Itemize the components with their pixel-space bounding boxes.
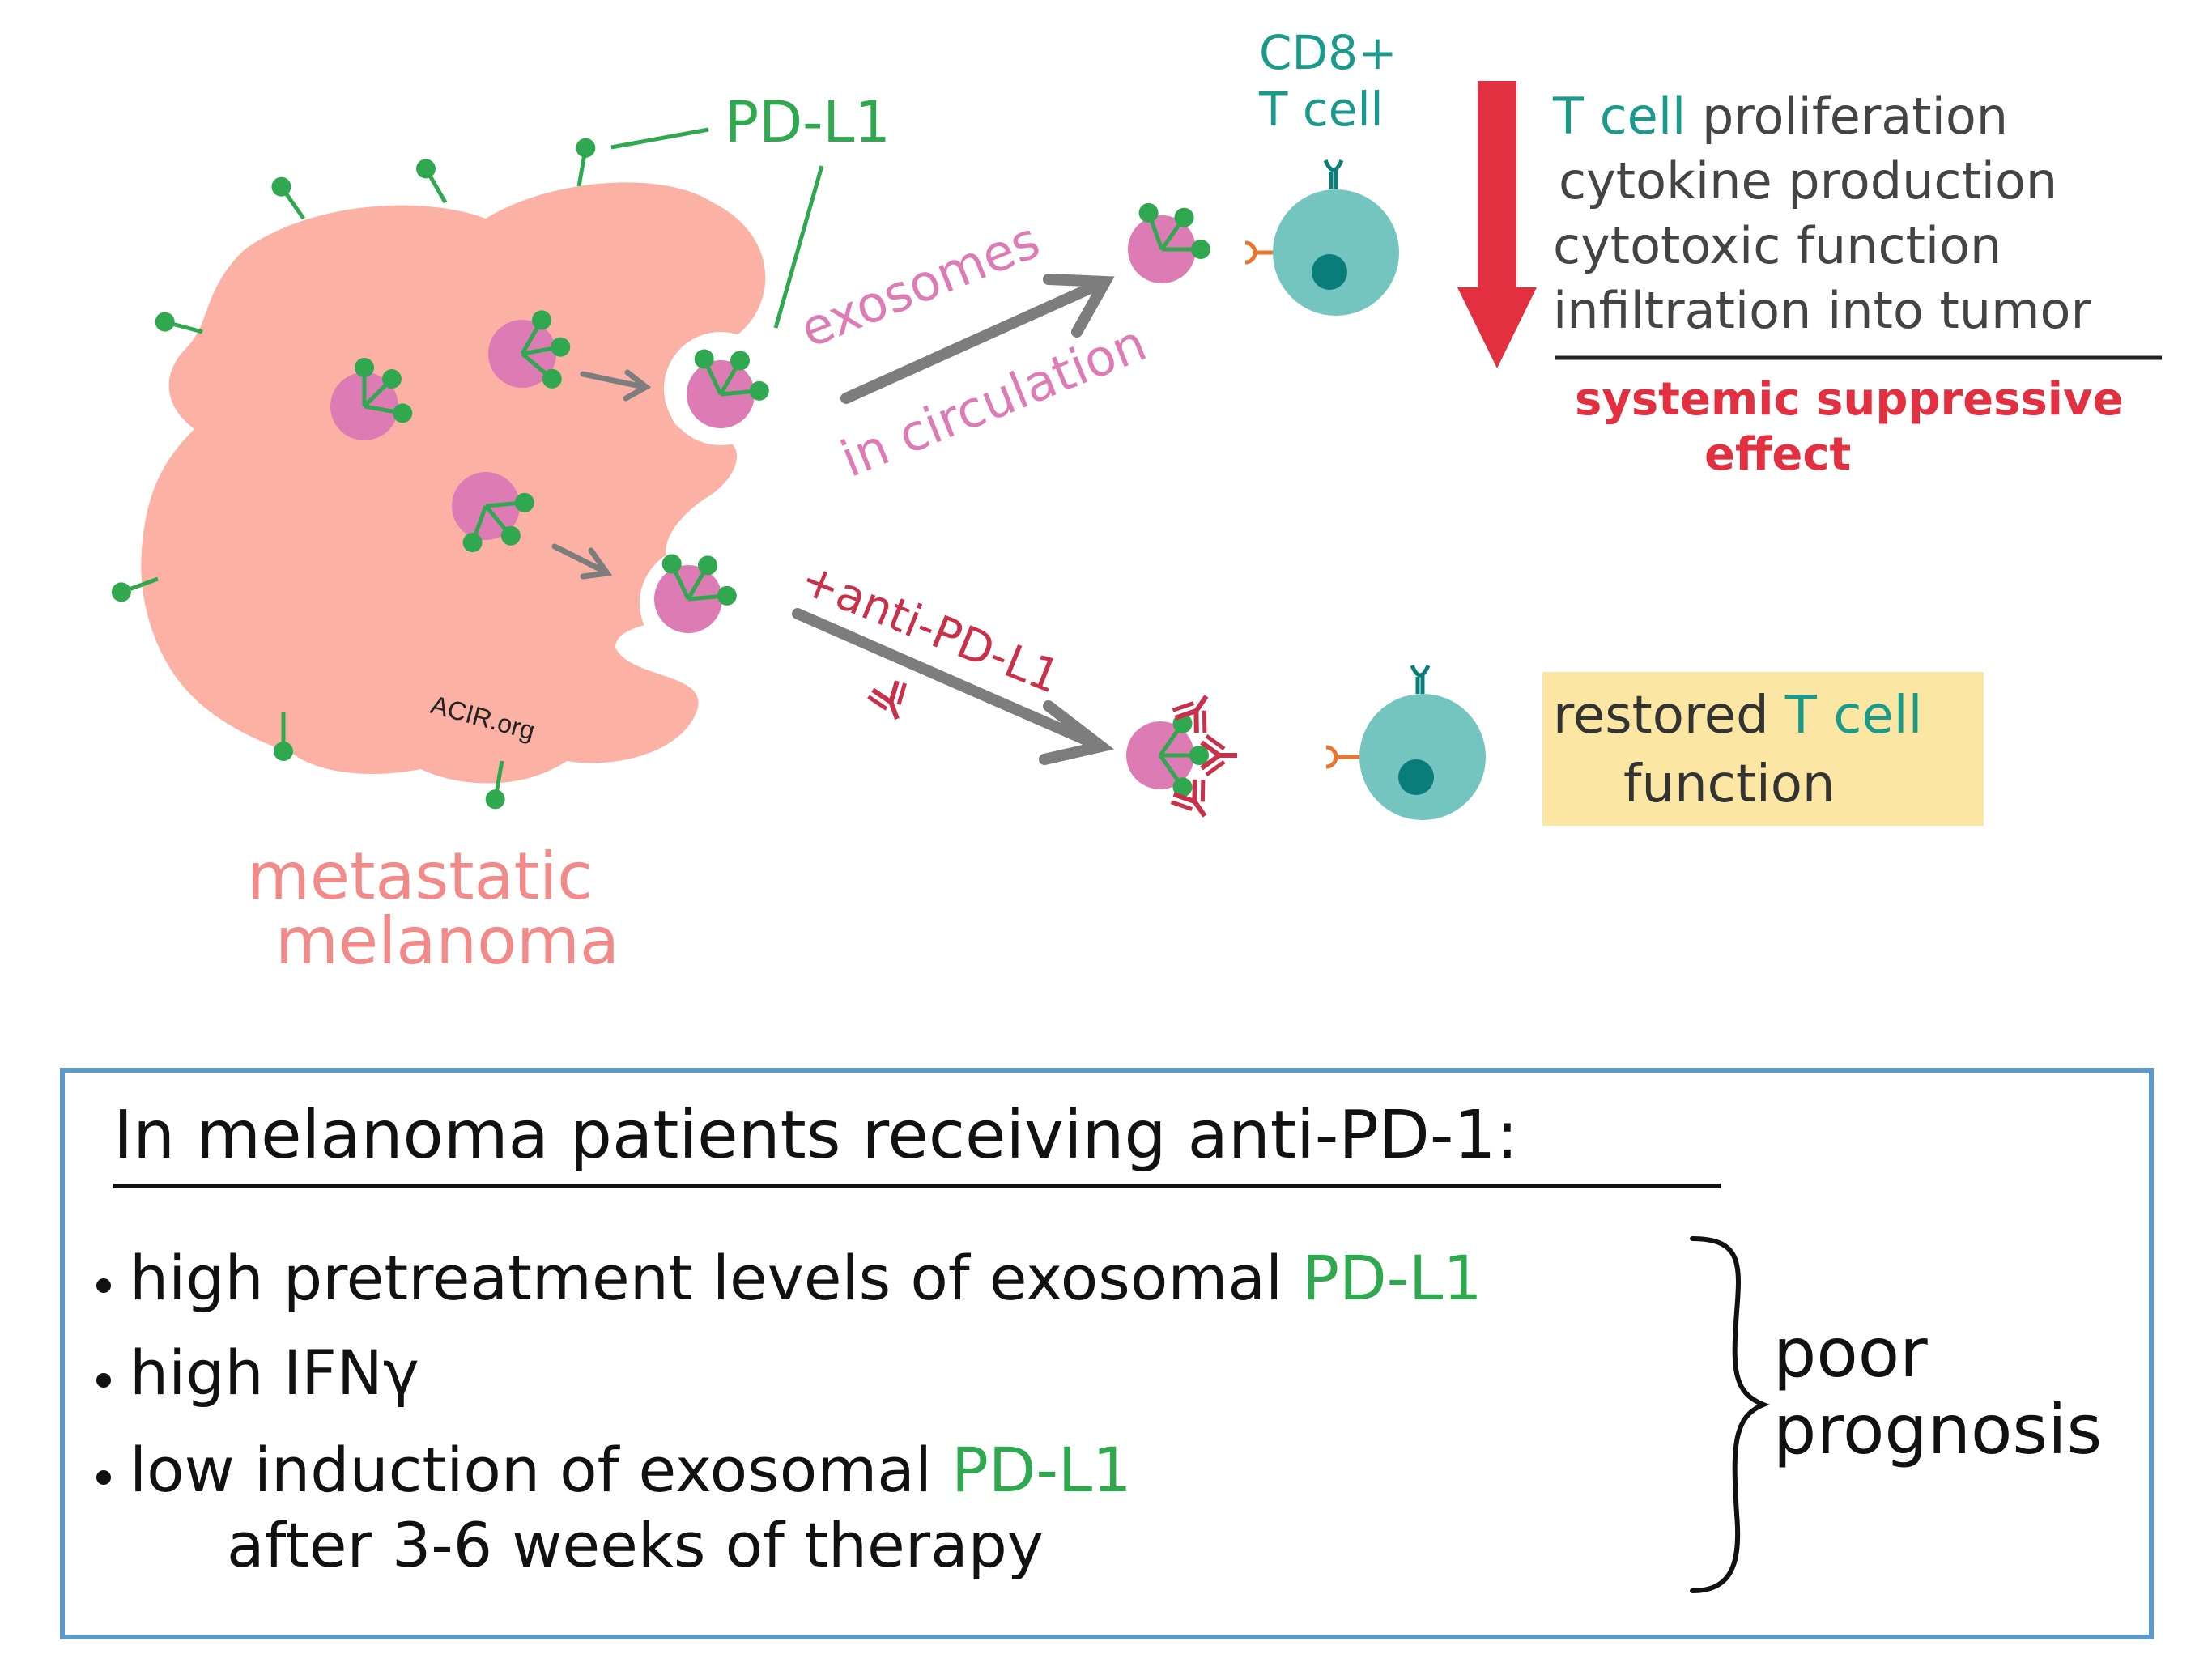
bullet-3-main: low induction of exosomal [130, 1434, 951, 1506]
effect-item-1: T cell proliferation [1552, 87, 2008, 146]
restored-word: restored [1553, 686, 1769, 746]
exosomes-label: exosomes [792, 210, 1048, 359]
outcome-line-1: poor [1773, 1313, 1928, 1392]
bullet-3: low induction of exosomal PD-L1 after 3-… [96, 1434, 1132, 1581]
effects-list: T cell proliferation cytokine production… [1552, 87, 2162, 481]
pdl1-label: PD-L1 [725, 89, 891, 155]
circulating-exosome [1105, 184, 1227, 304]
tcell-label: T cell [1258, 82, 1384, 137]
bullet-1-text: high pretreatment levels of exosomal PD-… [130, 1242, 1482, 1314]
bullet-2: high IFNγ [96, 1337, 419, 1409]
summary-heading: In melanoma patients receiving anti-PD-1… [113, 1097, 1518, 1174]
cd8-label: CD8+ [1259, 25, 1397, 80]
bullet-1-highlight: PD-L1 [1302, 1242, 1482, 1314]
internal-exosome-2 [488, 307, 572, 393]
bullet-3-text: low induction of exosomal PD-L1 [130, 1434, 1132, 1506]
pdl1-callout: PD-L1 [610, 89, 891, 329]
upper-arrow [840, 274, 1115, 404]
outcome-line-2: prognosis [1773, 1390, 2102, 1469]
pd1-receptor-lower [1325, 745, 1364, 769]
effect-item-1-tcell: T cell [1552, 87, 1686, 146]
internal-exosome-3 [452, 472, 535, 555]
restored-line-2: function [1623, 755, 1835, 814]
effect-item-2: cytokine production [1559, 151, 2057, 210]
outcome-brace [1690, 1236, 1771, 1593]
tumor-label-line-2: melanoma [275, 903, 619, 979]
effects-summary-2: effect [1704, 428, 1851, 481]
effect-item-1-rest: proliferation [1686, 87, 2008, 146]
restored-tcell: T cell [1784, 686, 1923, 746]
bullet-1-main: high pretreatment levels of exosomal [130, 1242, 1302, 1314]
bullet-2-text: high IFNγ [130, 1337, 419, 1409]
tcr-icon [1410, 664, 1431, 694]
internal-arrows [551, 369, 652, 580]
internal-exosome-1 [330, 358, 414, 440]
in-circulation-label: in circulation [832, 313, 1154, 489]
cd8-t-cell-upper [1273, 159, 1399, 316]
cd8-t-cell-lower [1359, 664, 1486, 820]
decrease-arrow [1457, 81, 1537, 368]
bullet-3-continuation: after 3-6 weeks of therapy [227, 1509, 1044, 1581]
blocked-exosome [1126, 685, 1237, 827]
bullet-3-highlight: PD-L1 [951, 1434, 1131, 1506]
tumor-label-line-1: metastatic [247, 839, 593, 914]
tcr-icon [1323, 159, 1344, 189]
effect-item-3: cytotoxic function [1553, 216, 2001, 275]
bullet-1: high pretreatment levels of exosomal PD-… [96, 1242, 1482, 1314]
effects-summary-1: systemic suppressive [1575, 373, 2123, 426]
tumor-body [141, 182, 766, 784]
effect-item-4: infiltration into tumor [1553, 281, 2091, 340]
free-antibody-icon [866, 678, 915, 725]
tumor-cell: ACIR.org [109, 137, 777, 810]
lower-arrow [792, 608, 1115, 765]
summary-box: In melanoma patients receiving anti-PD-1… [60, 1068, 2154, 1639]
